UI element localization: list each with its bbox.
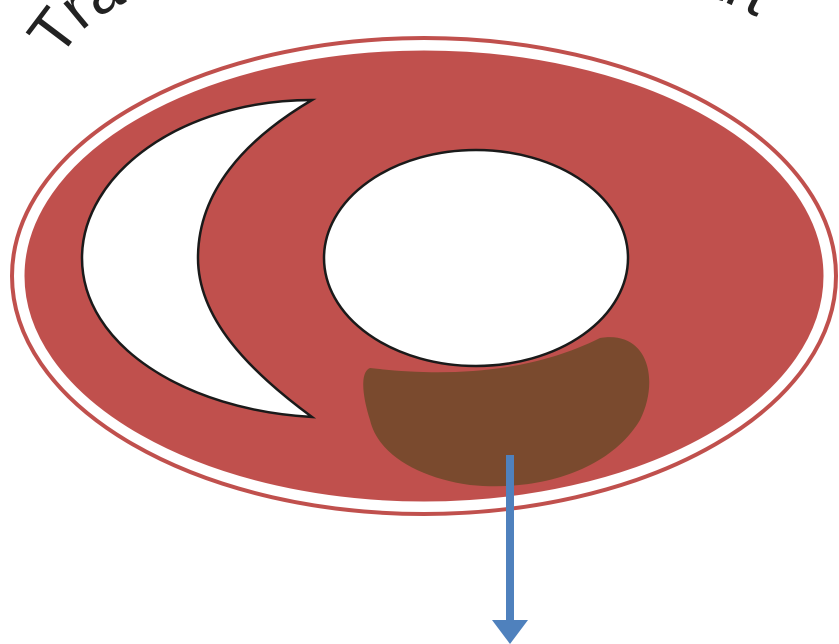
title-left-fragment: Tra — [15, 0, 134, 68]
title-right-fragment: art — [686, 0, 782, 30]
left-ventricle-chamber — [324, 150, 628, 366]
title-left-text: Tra — [15, 0, 134, 68]
title-right-text: art — [686, 0, 782, 30]
arrow-head — [492, 620, 528, 644]
